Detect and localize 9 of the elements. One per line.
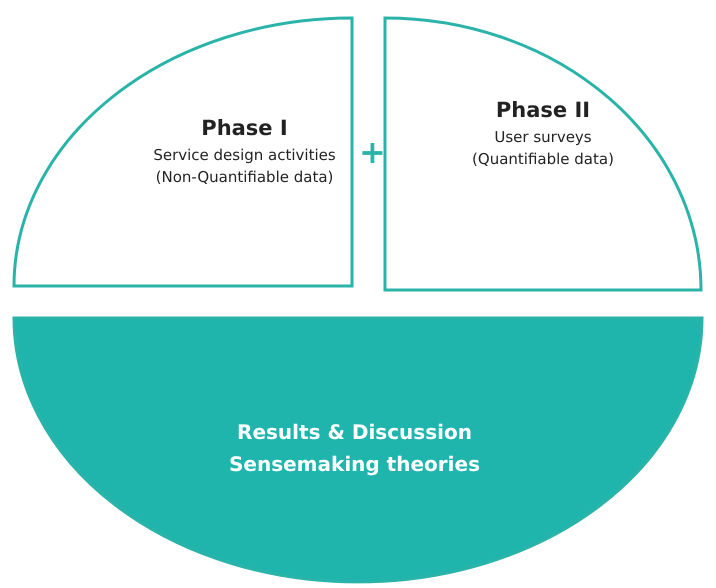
phase-description: Service design activities (Non-Quantifiable data) — [152, 145, 337, 188]
quarter-circle-panel — [383, 16, 703, 292]
phase-description: User surveys (Quantifiable data) — [471, 127, 615, 170]
quarter-circle-panel — [12, 16, 354, 288]
plus-sign: + — [359, 135, 386, 169]
phase-heading: Phase II — [496, 98, 590, 122]
phase-heading: Phase I — [201, 116, 288, 140]
half-circle-panel — [12, 316, 704, 584]
panel-title: Results & Discussion Sensemaking theories — [228, 419, 481, 478]
